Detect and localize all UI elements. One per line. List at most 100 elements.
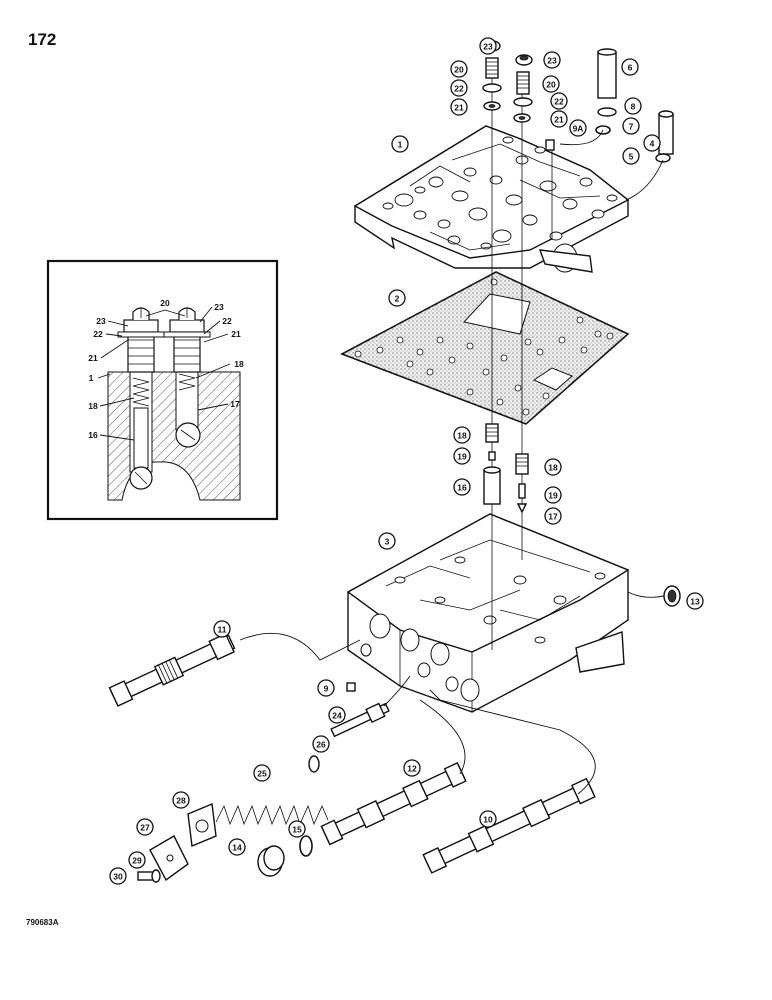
callout-22: 22 xyxy=(450,79,468,97)
callout-circle xyxy=(622,117,640,135)
inset-label-17: 17 xyxy=(230,399,240,409)
callout-14: 14 xyxy=(228,838,246,856)
callout-15: 15 xyxy=(288,820,306,838)
callout-2: 2 xyxy=(388,289,406,307)
callout-circle xyxy=(128,851,146,869)
callout-circle xyxy=(686,592,704,610)
callout-label: 20 xyxy=(454,65,464,75)
callout-19: 19 xyxy=(453,447,471,465)
callout-label: 8 xyxy=(631,102,636,112)
callout-8: 8 xyxy=(624,97,642,115)
inset-label-16: 16 xyxy=(88,430,98,440)
callout-9A: 9A xyxy=(569,119,587,137)
callout-circle xyxy=(543,51,561,69)
callout-label: 24 xyxy=(332,711,342,721)
callout-label: 7 xyxy=(629,122,634,132)
upper-small-parts xyxy=(482,40,674,201)
inset-label-22: 22 xyxy=(93,329,103,339)
callout-circle xyxy=(624,97,642,115)
inset-label-18: 18 xyxy=(88,401,98,411)
callout-label: 22 xyxy=(554,97,564,107)
callout-circle xyxy=(479,37,497,55)
callout-circle xyxy=(621,58,639,76)
callout-label: 5 xyxy=(629,152,634,162)
callout-circle xyxy=(450,98,468,116)
callout-label: 18 xyxy=(457,431,467,441)
callout-18: 18 xyxy=(453,426,471,444)
callout-circle xyxy=(569,119,587,137)
callout-circle xyxy=(544,458,562,476)
callout-circle xyxy=(550,110,568,128)
callout-circle xyxy=(550,92,568,110)
callout-16: 16 xyxy=(453,478,471,496)
callout-circle xyxy=(450,60,468,78)
figure-code: 790683A xyxy=(26,918,59,927)
callout-label: 26 xyxy=(316,740,326,750)
callout-circle xyxy=(388,289,406,307)
callout-1: 1 xyxy=(391,135,409,153)
callout-10: 10 xyxy=(479,810,497,828)
callout-11: 11 xyxy=(213,620,231,638)
callout-19: 19 xyxy=(544,486,562,504)
callout-17: 17 xyxy=(544,507,562,525)
callout-5: 5 xyxy=(622,147,640,165)
callout-label: 4 xyxy=(650,139,655,149)
callout-23: 23 xyxy=(479,37,497,55)
callout-30: 30 xyxy=(109,867,127,885)
inset-label-1: 1 xyxy=(89,373,94,383)
callout-label: 23 xyxy=(547,56,557,66)
callout-circle xyxy=(453,426,471,444)
callout-circle xyxy=(228,838,246,856)
callout-9: 9 xyxy=(317,679,335,697)
callout-7: 7 xyxy=(622,117,640,135)
callout-circle xyxy=(453,447,471,465)
callout-24: 24 xyxy=(328,706,346,724)
callout-circle xyxy=(643,134,661,152)
callout-circle xyxy=(450,79,468,97)
callout-circle xyxy=(378,532,396,550)
callout-circle xyxy=(172,791,190,809)
spools-and-lower-parts xyxy=(108,585,681,883)
middle-parts xyxy=(483,423,529,514)
callout-circle xyxy=(253,764,271,782)
gasket xyxy=(340,271,630,425)
callout-label: 6 xyxy=(628,63,633,73)
callout-circle xyxy=(288,820,306,838)
callout-label: 30 xyxy=(113,872,123,882)
callout-circle xyxy=(391,135,409,153)
callout-13: 13 xyxy=(686,592,704,610)
callout-circle xyxy=(109,867,127,885)
callout-circle xyxy=(479,810,497,828)
callout-label: 16 xyxy=(457,483,467,493)
callout-label: 18 xyxy=(548,463,558,473)
callout-23: 23 xyxy=(543,51,561,69)
callout-21: 21 xyxy=(550,110,568,128)
callout-circle xyxy=(403,759,421,777)
callout-circle xyxy=(328,706,346,724)
callout-circle xyxy=(136,818,154,836)
callout-21: 21 xyxy=(450,98,468,116)
callout-circle xyxy=(317,679,335,697)
callout-circle xyxy=(453,478,471,496)
callout-27: 27 xyxy=(136,818,154,836)
callout-label: 19 xyxy=(548,491,558,501)
callout-25: 25 xyxy=(253,764,271,782)
callout-label: 14 xyxy=(232,843,242,853)
callout-label: 15 xyxy=(292,825,302,835)
page-number: 172 xyxy=(28,30,57,49)
callout-29: 29 xyxy=(128,851,146,869)
callout-20: 20 xyxy=(542,75,560,93)
callout-label: 2 xyxy=(395,294,400,304)
callout-18: 18 xyxy=(544,458,562,476)
callout-label: 11 xyxy=(218,625,227,635)
inset-label-23: 23 xyxy=(214,302,224,312)
callout-label: 21 xyxy=(554,115,564,125)
callout-26: 26 xyxy=(312,735,330,753)
callout-label: 17 xyxy=(548,512,558,522)
callout-circle xyxy=(542,75,560,93)
callout-label: 9A xyxy=(573,124,584,134)
callout-label: 22 xyxy=(454,84,464,94)
